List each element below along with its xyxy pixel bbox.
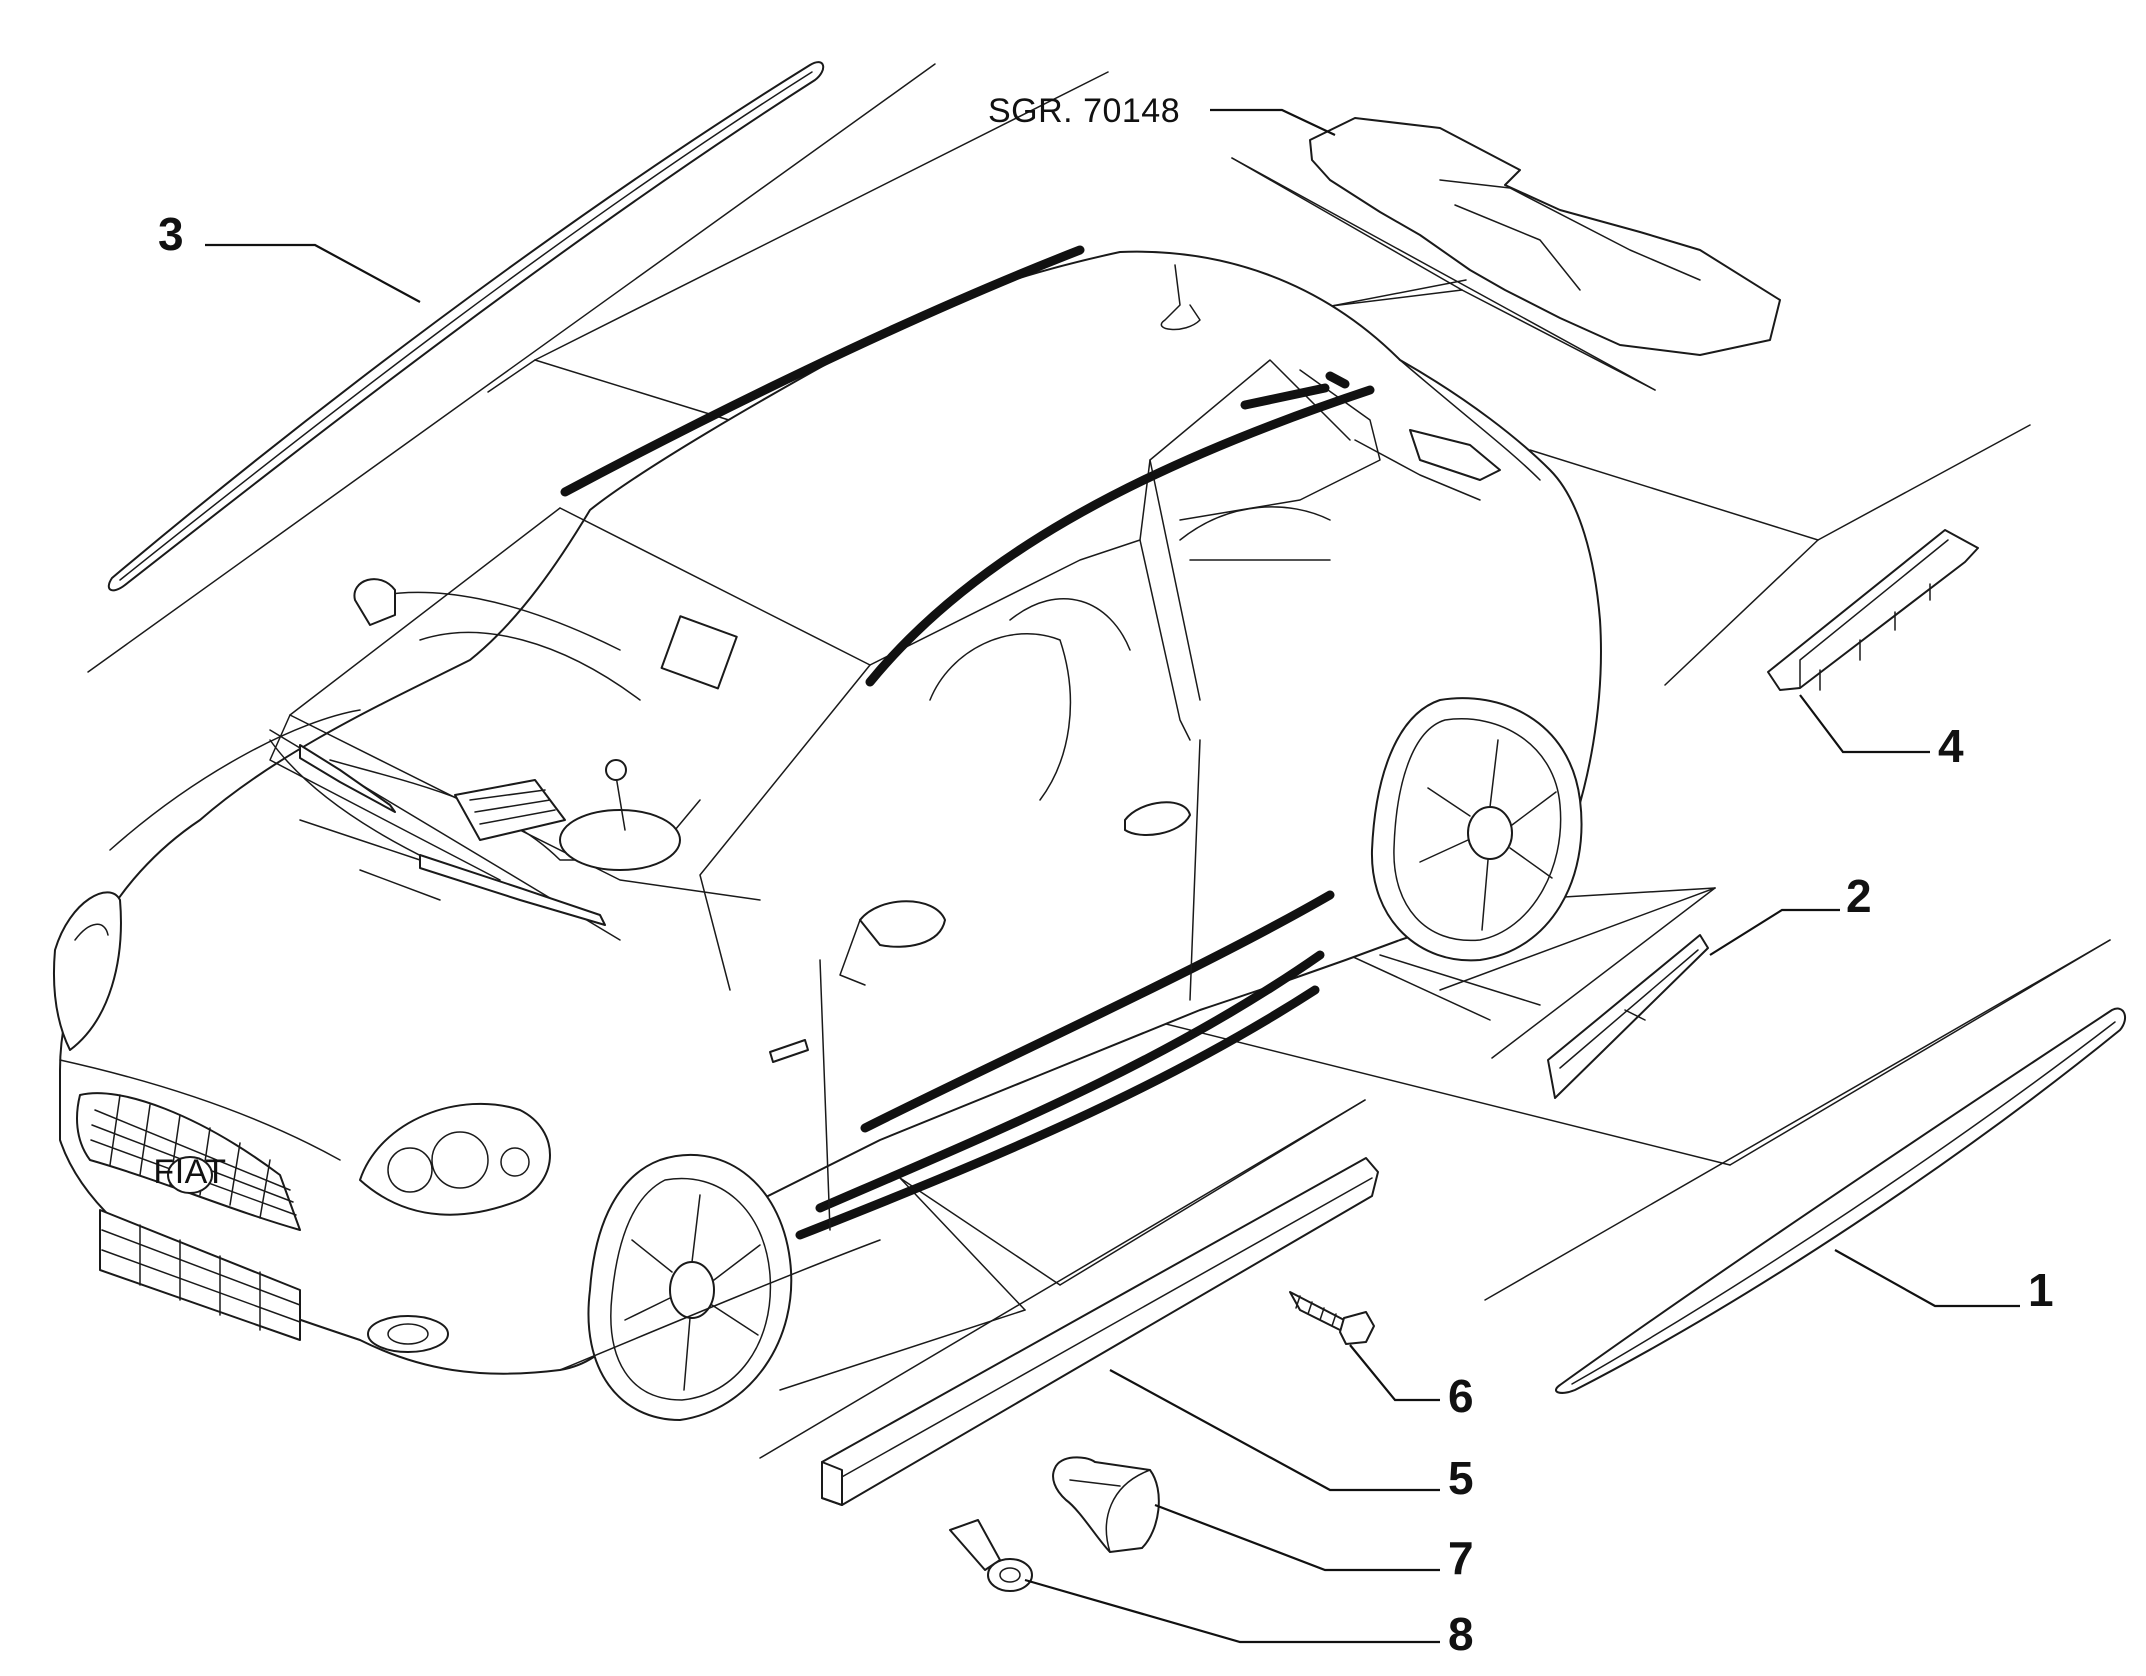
part-4-rear-bracket xyxy=(1767,529,1979,691)
rear-spoiler-reference xyxy=(1309,117,1781,356)
reference-note-sgr: SGR. 70148 xyxy=(988,92,1180,130)
callout-5: 5 xyxy=(1448,1452,1474,1504)
callout-4: 4 xyxy=(1938,720,1964,772)
leader-lines xyxy=(205,108,2020,1644)
fiat-badge-text: FIAT xyxy=(153,1153,226,1191)
part-6-screw xyxy=(1289,1291,1375,1345)
part-1-side-moulding xyxy=(1555,1007,2127,1394)
part-7-push-clip xyxy=(1052,1456,1160,1553)
part-3-roof-moulding xyxy=(107,61,825,592)
part-5-sill-moulding xyxy=(821,1157,1379,1506)
part-8-rivet-clip xyxy=(949,1519,1033,1592)
callout-3: 3 xyxy=(158,208,184,260)
callout-2: 2 xyxy=(1846,870,1872,922)
callout-labels: 3 SGR. 70148 4 2 1 6 5 7 8 xyxy=(158,92,2054,1660)
part-2-door-trim-strip xyxy=(1547,934,1709,1099)
callout-8: 8 xyxy=(1448,1608,1474,1660)
callout-7: 7 xyxy=(1448,1532,1474,1584)
callout-1: 1 xyxy=(2028,1264,2054,1316)
car-illustration: FIAT xyxy=(52,245,1602,1421)
callout-6: 6 xyxy=(1448,1370,1474,1422)
